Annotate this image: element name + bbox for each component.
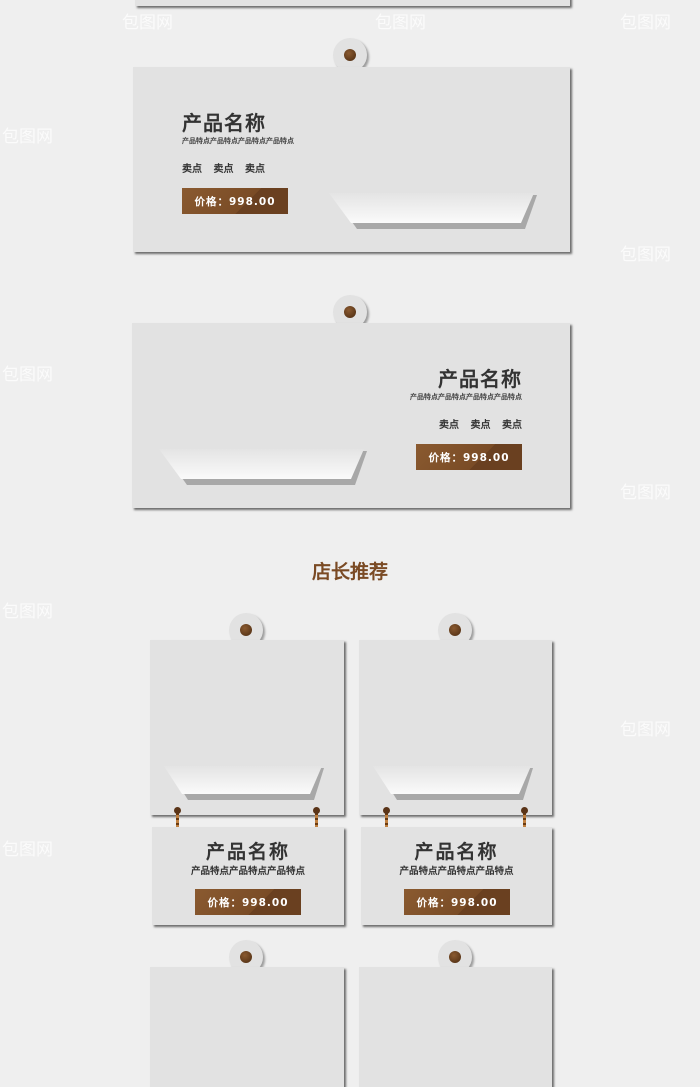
watermark: 包图网 — [2, 365, 53, 385]
product-subtitle: 产品特点产品特点产品特点产品特点 — [182, 137, 294, 145]
selling-points: 卖点 卖点 卖点 — [182, 164, 265, 175]
watermark: 包图网 — [620, 720, 671, 740]
watermark: 包图网 — [620, 13, 671, 33]
grid-card-image-1[interactable] — [150, 640, 344, 815]
product-subtitle: 产品特点产品特点产品特点 — [190, 866, 305, 877]
product-shelf-icon — [373, 766, 533, 800]
product-title: 产品名称 — [182, 111, 266, 135]
product-card-1[interactable]: 产品名称 产品特点产品特点产品特点产品特点 卖点 卖点 卖点 价格：998.00 — [133, 67, 570, 252]
product-title: 产品名称 — [438, 367, 522, 391]
section-title: 店长推荐 — [311, 561, 388, 583]
selling-points: 卖点 卖点 卖点 — [439, 420, 522, 431]
grid-card-image-3[interactable] — [150, 967, 344, 1087]
grid-card-info-1[interactable]: 产品名称 产品特点产品特点产品特点 价格：998.00 — [152, 827, 344, 925]
price-button[interactable]: 价格：998.00 — [404, 889, 510, 915]
product-shelf-icon — [329, 193, 537, 229]
watermark: 包图网 — [2, 127, 53, 147]
grid-card-image-2[interactable] — [359, 640, 552, 815]
grid-card-info-2[interactable]: 产品名称 产品特点产品特点产品特点 价格：998.00 — [361, 827, 552, 925]
price-button[interactable]: 价格：998.00 — [416, 444, 522, 470]
product-subtitle: 产品特点产品特点产品特点产品特点 — [410, 393, 522, 401]
watermark: 包图网 — [620, 483, 671, 503]
watermark: 包图网 — [375, 13, 426, 33]
price-button[interactable]: 价格：998.00 — [182, 188, 288, 214]
product-card-2[interactable]: 产品名称 产品特点产品特点产品特点产品特点 卖点 卖点 卖点 价格：998.00 — [132, 323, 570, 508]
previous-card-edge — [135, 0, 570, 6]
product-shelf-icon — [164, 766, 324, 800]
product-title: 产品名称 — [414, 841, 499, 863]
watermark: 包图网 — [2, 602, 53, 622]
grid-card-image-4[interactable] — [359, 967, 552, 1087]
watermark: 包图网 — [122, 13, 173, 33]
hang-hole-icon — [333, 38, 367, 72]
price-button[interactable]: 价格：998.00 — [195, 889, 301, 915]
product-title: 产品名称 — [205, 841, 290, 863]
watermark: 包图网 — [620, 245, 671, 265]
product-shelf-icon — [159, 449, 367, 485]
product-subtitle: 产品特点产品特点产品特点 — [399, 866, 514, 877]
watermark: 包图网 — [2, 840, 53, 860]
